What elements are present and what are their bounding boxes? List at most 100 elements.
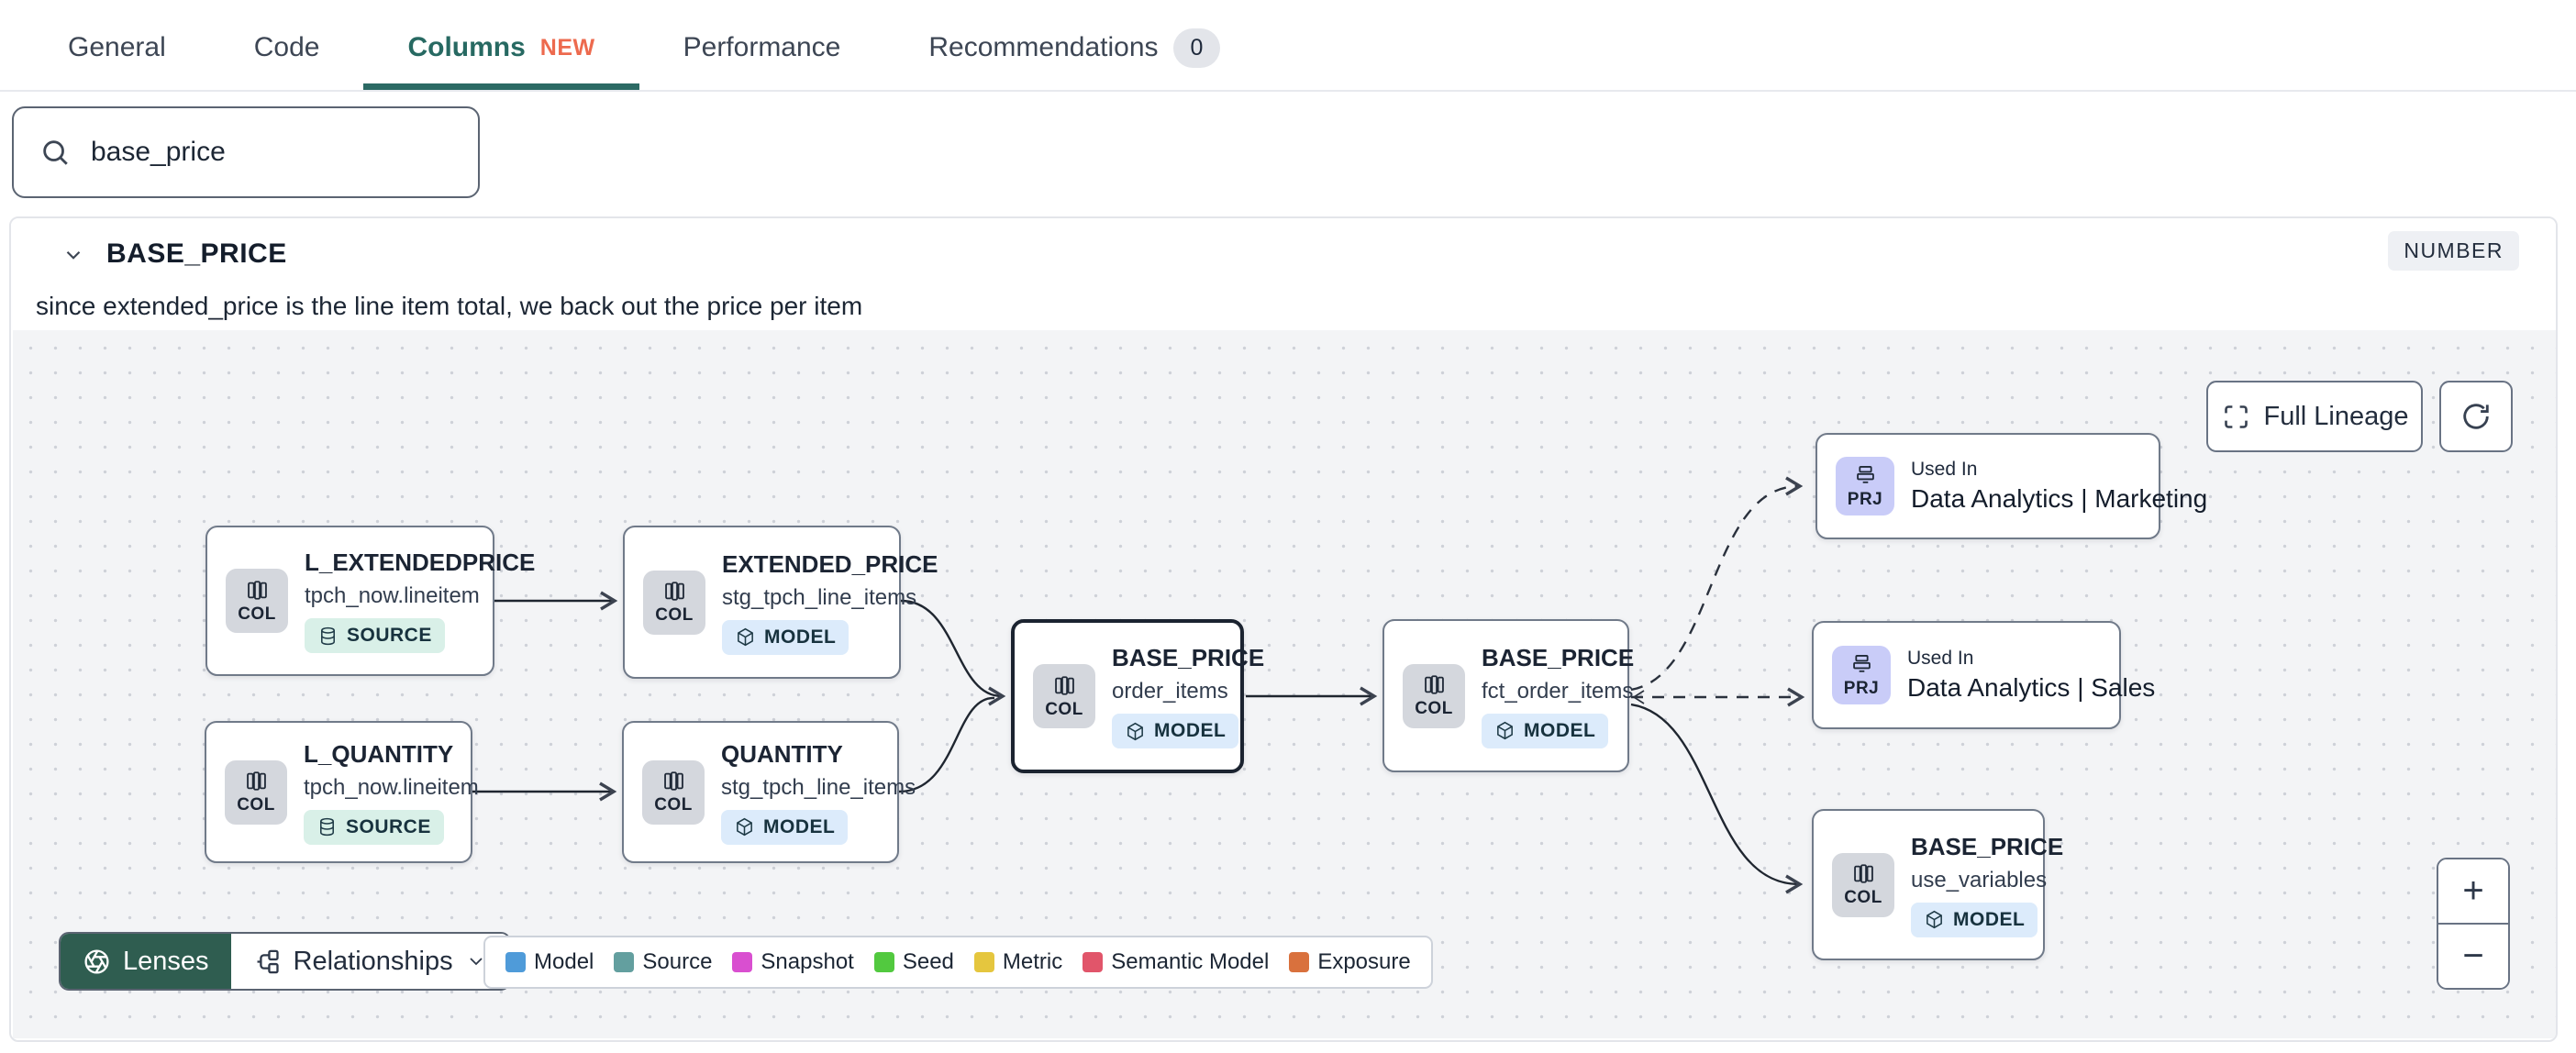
tab-performance[interactable]: Performance: [683, 32, 841, 63]
column-type-badge: NUMBER: [2388, 231, 2519, 271]
tab-label: Columns: [407, 32, 526, 62]
node-title: L_EXTENDEDPRICE: [305, 549, 536, 576]
full-lineage-label: Full Lineage: [2263, 401, 2409, 431]
legend-swatch: [505, 952, 526, 972]
lineage-edges: [472, 476, 1805, 894]
database-icon: [321, 626, 335, 645]
resource-type-badge: MODEL: [722, 619, 849, 655]
column-panel: BASE_PRICE NUMBER since extended_price i…: [9, 216, 2558, 1042]
column-tile: COL: [642, 759, 705, 825]
lineage-node-base-price-use-variables[interactable]: COL BASE_PRICE use_variables MODEL: [1812, 809, 2063, 960]
lineage-node-base-price-fct-order-items[interactable]: COL BASE_PRICE fct_order_items MODEL: [1382, 619, 1634, 772]
tab-label: Code: [253, 32, 320, 62]
tile-label: COL: [238, 604, 276, 624]
legend-swatch: [1083, 952, 1104, 972]
recommendations-count-badge: 0: [1172, 28, 1221, 68]
tile-label: COL: [655, 605, 694, 625]
lineage-node-l-extendedprice[interactable]: COL L_EXTENDEDPRICE tpch_now.lineitem SO…: [205, 526, 535, 676]
resource-type-badge: MODEL: [1112, 714, 1239, 748]
tile-label: COL: [1415, 699, 1453, 718]
edge: [1630, 703, 1804, 894]
zoom-in-button[interactable]: +: [2438, 859, 2508, 925]
column-tile: COL: [1832, 852, 1894, 917]
project-icon: [1852, 654, 1871, 672]
column-description: since extended_price is the line item to…: [36, 292, 863, 320]
node-subtitle: use_variables: [1911, 867, 2048, 892]
zoom-out-button[interactable]: −: [2438, 925, 2508, 988]
node-subtitle: stg_tpch_line_items: [721, 774, 916, 800]
relationships-dropdown[interactable]: Relationships: [230, 934, 509, 989]
legend-item-model: Model: [505, 949, 594, 975]
lineage-canvas[interactable]: COL L_EXTENDEDPRICE tpch_now.lineitem SO…: [13, 330, 2556, 1038]
lineage-node-quantity[interactable]: COL QUANTITY stg_tpch_line_items MODEL: [622, 721, 916, 863]
resource-type-badge: MODEL: [1911, 902, 2038, 937]
legend-item-snapshot: Snapshot: [732, 949, 854, 975]
badge-label: MODEL: [764, 626, 837, 648]
node-subtitle: stg_tpch_line_items: [722, 584, 917, 610]
column-panel-header: BASE_PRICE NUMBER since extended_price i…: [11, 218, 2556, 330]
badge-label: SOURCE: [346, 815, 431, 837]
exposure-node-marketing[interactable]: PRJ Used In Data Analytics | Marketing: [1815, 433, 2207, 539]
refresh-button[interactable]: [2439, 381, 2513, 452]
columns-icon: [246, 771, 266, 791]
node-title: Data Analytics | Marketing: [1911, 484, 2208, 513]
used-in-label: Used In: [1907, 648, 1974, 669]
legend-swatch: [1289, 952, 1310, 972]
legend-swatch: [732, 952, 753, 972]
resource-type-badge: MODEL: [721, 809, 849, 845]
tab-code[interactable]: Code: [254, 32, 320, 63]
tab-label: Performance: [683, 32, 841, 62]
legend-swatch: [873, 952, 894, 972]
exposure-node-sales[interactable]: PRJ Used In Data Analytics | Sales: [1812, 621, 2155, 729]
node-subtitle: order_items: [1112, 679, 1228, 704]
new-badge: NEW: [539, 34, 595, 61]
resource-type-badge: SOURCE: [304, 809, 444, 845]
column-search-input[interactable]: [91, 137, 452, 168]
collapse-toggle[interactable]: [53, 235, 94, 275]
tab-recommendations[interactable]: Recommendations 0: [928, 28, 1221, 68]
tile-label: PRJ: [1847, 489, 1883, 509]
cube-icon: [1127, 722, 1143, 740]
columns-icon: [664, 582, 684, 601]
lenses-button[interactable]: Lenses: [61, 934, 231, 989]
legend-item-seed: Seed: [873, 949, 954, 975]
column-search-box[interactable]: [12, 106, 480, 198]
legend-item-semantic-model: Semantic Model: [1083, 949, 1269, 975]
columns-icon: [1054, 675, 1074, 695]
project-icon: [1856, 465, 1874, 483]
expand-icon: [2224, 405, 2248, 428]
node-subtitle: tpch_now.lineitem: [304, 774, 479, 800]
node-title: BASE_PRICE: [1482, 643, 1635, 671]
columns-icon: [1424, 675, 1444, 694]
legend-item-source: Source: [614, 949, 712, 975]
search-row: [0, 92, 2576, 211]
columns-icon: [663, 771, 683, 791]
column-name: BASE_PRICE: [106, 238, 287, 269]
database-icon: [320, 817, 334, 837]
search-icon: [43, 140, 68, 165]
legend-item-exposure: Exposure: [1289, 949, 1411, 975]
lineage-node-l-quantity[interactable]: COL L_QUANTITY tpch_now.lineitem SOURCE: [205, 721, 479, 863]
chevron-down-icon: [66, 250, 81, 260]
lineage-node-base-price-order-items[interactable]: COL BASE_PRICE order_items MODEL: [1011, 619, 1264, 773]
full-lineage-button[interactable]: Full Lineage: [2206, 381, 2423, 452]
node-title: BASE_PRICE: [1112, 644, 1265, 671]
cube-icon: [1497, 721, 1513, 740]
tile-label: COL: [1844, 888, 1882, 907]
tile-label: PRJ: [1843, 678, 1880, 698]
zoom-controls: + −: [2437, 858, 2510, 990]
cube-icon: [737, 817, 752, 837]
columns-icon: [1853, 864, 1873, 883]
project-tile: PRJ: [1836, 457, 1894, 515]
tab-general[interactable]: General: [68, 32, 166, 63]
node-title: EXTENDED_PRICE: [722, 549, 938, 578]
node-subtitle: tpch_now.lineitem: [305, 583, 480, 608]
cube-icon: [738, 627, 753, 647]
tab-columns[interactable]: Columns NEW: [363, 32, 639, 90]
badge-label: SOURCE: [347, 625, 432, 646]
chevron-down-icon: [469, 958, 483, 966]
column-tile: COL: [225, 759, 287, 825]
relationships-icon: [257, 949, 279, 973]
lineage-node-extended-price[interactable]: COL EXTENDED_PRICE stg_tpch_line_items M…: [623, 526, 938, 679]
tab-bar: General Code Columns NEW Performance Rec…: [0, 0, 2576, 92]
